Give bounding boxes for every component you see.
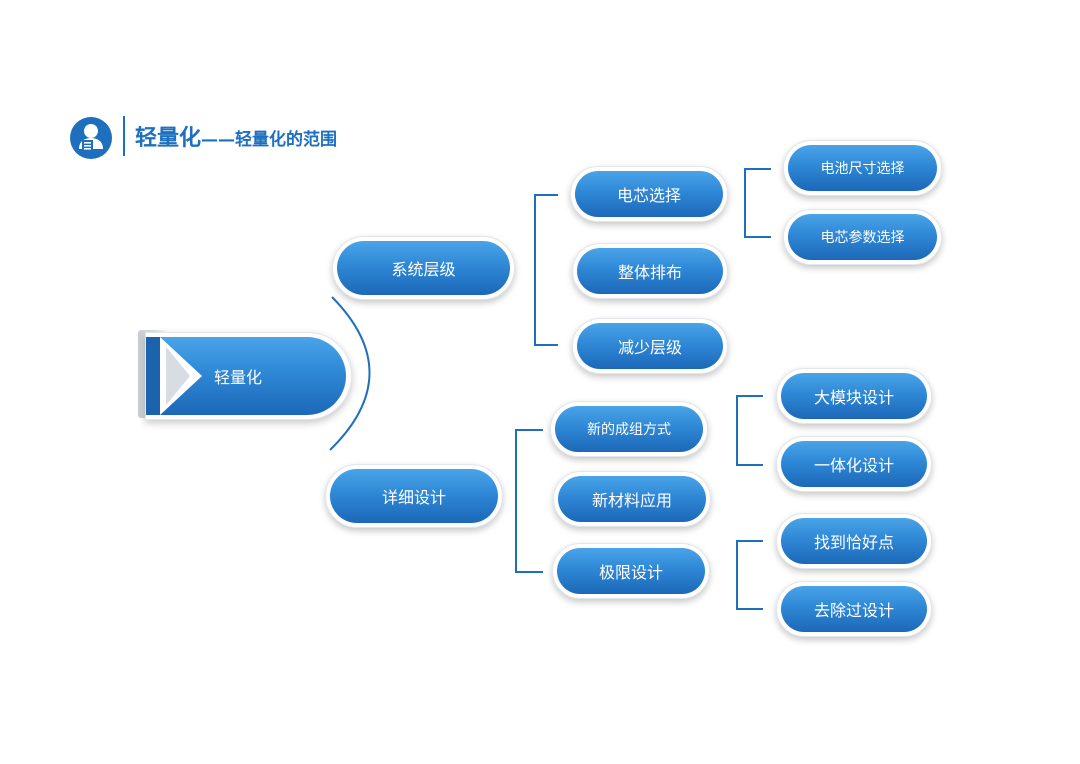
- node-reduce-levels-label: 减少层级: [577, 323, 723, 369]
- node-overall-layout-label: 整体排布: [577, 248, 723, 294]
- root-arc-connector: [329, 296, 371, 451]
- node-system-level-label: 系统层级: [337, 241, 510, 295]
- root-node: 轻量化: [145, 332, 352, 420]
- node-system-level: 系统层级: [332, 236, 515, 300]
- node-new-grouping-method: 新的成组方式: [550, 401, 708, 457]
- node-remove-over-design-label: 去除过设计: [781, 586, 927, 632]
- node-find-sweet-spot-label: 找到恰好点: [781, 518, 927, 564]
- chevron-right-icon: [160, 337, 202, 415]
- node-integrated-design: 一体化设计: [776, 436, 932, 492]
- header-divider: [123, 116, 125, 156]
- root-node-label: 轻量化: [214, 368, 263, 387]
- system-bracket: [534, 194, 558, 346]
- page-title-sub: ——轻量化的范围: [201, 130, 338, 150]
- node-new-grouping-method-label: 新的成组方式: [555, 406, 703, 452]
- node-find-sweet-spot: 找到恰好点: [776, 513, 932, 569]
- node-cell-selection-label: 电芯选择: [575, 171, 723, 217]
- node-reduce-levels: 减少层级: [572, 318, 728, 374]
- cell-bracket: [744, 168, 771, 238]
- page-title: 轻量化——轻量化的范围: [135, 124, 337, 154]
- node-integrated-design-label: 一体化设计: [781, 441, 927, 487]
- user-document-icon: [70, 117, 112, 159]
- grouping-bracket: [736, 395, 763, 466]
- page-title-main: 轻量化: [135, 126, 202, 151]
- node-battery-size-selection: 电池尺寸选择: [783, 140, 942, 196]
- node-large-module-design: 大模块设计: [776, 368, 932, 424]
- node-limit-design: 极限设计: [552, 543, 710, 599]
- root-node-strip: [146, 337, 160, 415]
- node-limit-design-label: 极限设计: [557, 548, 705, 594]
- detail-bracket: [515, 429, 543, 573]
- limit-bracket: [736, 540, 763, 610]
- node-cell-parameter-selection: 电芯参数选择: [783, 209, 942, 265]
- node-remove-over-design: 去除过设计: [776, 581, 932, 637]
- node-cell-parameter-selection-label: 电芯参数选择: [788, 214, 937, 260]
- node-battery-size-selection-label: 电池尺寸选择: [788, 145, 937, 191]
- node-detail-design-label: 详细设计: [330, 469, 498, 523]
- node-new-material-application: 新材料应用: [553, 471, 711, 527]
- node-large-module-design-label: 大模块设计: [781, 373, 927, 419]
- node-new-material-application-label: 新材料应用: [558, 476, 706, 522]
- node-overall-layout: 整体排布: [572, 243, 728, 299]
- node-cell-selection: 电芯选择: [570, 166, 728, 222]
- node-detail-design: 详细设计: [325, 464, 503, 528]
